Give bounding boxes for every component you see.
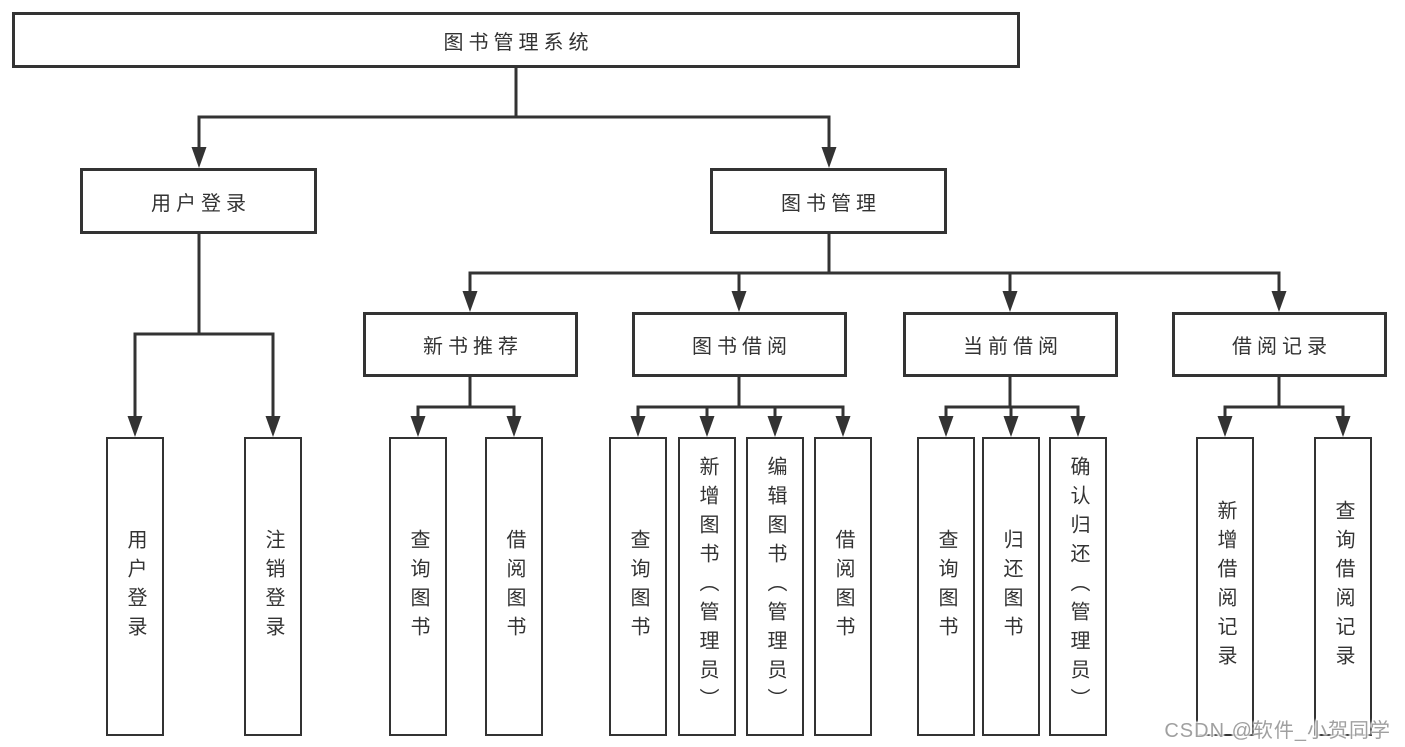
node-label: 注销登录: [262, 528, 284, 645]
node-logout: 注销登录: [244, 437, 302, 736]
node-user-login: 用户登录: [80, 168, 317, 234]
node-edit-book-admin: 编辑图书（管理员）: [746, 437, 804, 736]
node-label: 查询图书: [627, 528, 649, 645]
arrowheads: [127, 147, 1351, 437]
node-query-books-borrowing: 查询图书: [609, 437, 667, 736]
node-new-book-recommendation: 新书推荐: [363, 312, 578, 377]
arrowhead: [506, 416, 522, 437]
node-label: 编辑图书（管理员）: [764, 456, 786, 717]
node-query-books-recommend: 查询图书: [389, 437, 447, 736]
arrowhead: [938, 416, 954, 437]
arrowhead: [1217, 416, 1233, 437]
node-borrow-books-recommend: 借阅图书: [485, 437, 543, 736]
node-label: 借阅图书: [503, 528, 525, 645]
node-label: 查询借阅记录: [1332, 499, 1354, 674]
node-label: 查询图书: [935, 528, 957, 645]
arrowhead: [191, 147, 207, 168]
node-query-borrowing-record: 查询借阅记录: [1314, 437, 1372, 736]
arrowhead: [1070, 416, 1086, 437]
node-user-login-action: 用户登录: [106, 437, 164, 736]
node-book-borrowing: 图书借阅: [632, 312, 847, 377]
arrowhead: [767, 416, 783, 437]
node-label: 用户登录: [124, 528, 146, 645]
node-label: 查询图书: [407, 528, 429, 645]
arrowhead: [731, 291, 747, 312]
watermark: CSDN @软件_小贺同学: [1164, 720, 1391, 742]
arrowhead: [1335, 416, 1351, 437]
arrowhead: [462, 291, 478, 312]
arrowhead: [1271, 291, 1287, 312]
node-borrowing-records: 借阅记录: [1172, 312, 1387, 377]
arrowhead: [1003, 416, 1019, 437]
tree-connector-path: [133, 66, 1345, 421]
arrowhead: [699, 416, 715, 437]
node-add-book-admin: 新增图书（管理员）: [678, 437, 736, 736]
node-label: 新增图书（管理员）: [696, 456, 718, 717]
node-label: 确认归还（管理员）: [1067, 456, 1089, 717]
node-current-borrowing: 当前借阅: [903, 312, 1118, 377]
node-borrow-books-borrowing: 借阅图书: [814, 437, 872, 736]
node-label: 归还图书: [1000, 528, 1022, 645]
arrowhead: [265, 416, 281, 437]
arrowhead: [1002, 291, 1018, 312]
node-query-books-current: 查询图书: [917, 437, 975, 736]
node-return-book: 归还图书: [982, 437, 1040, 736]
arrowhead: [410, 416, 426, 437]
arrowhead: [127, 416, 143, 437]
arrowhead: [821, 147, 837, 168]
node-label: 借阅图书: [832, 528, 854, 645]
arrowhead: [835, 416, 851, 437]
node-add-borrowing-record: 新增借阅记录: [1196, 437, 1254, 736]
node-label: 新增借阅记录: [1214, 499, 1236, 674]
node-book-management: 图书管理: [710, 168, 947, 234]
arrowhead: [630, 416, 646, 437]
node-confirm-return-admin: 确认归还（管理员）: [1049, 437, 1107, 736]
node-library-management-system: 图书管理系统: [12, 12, 1020, 68]
